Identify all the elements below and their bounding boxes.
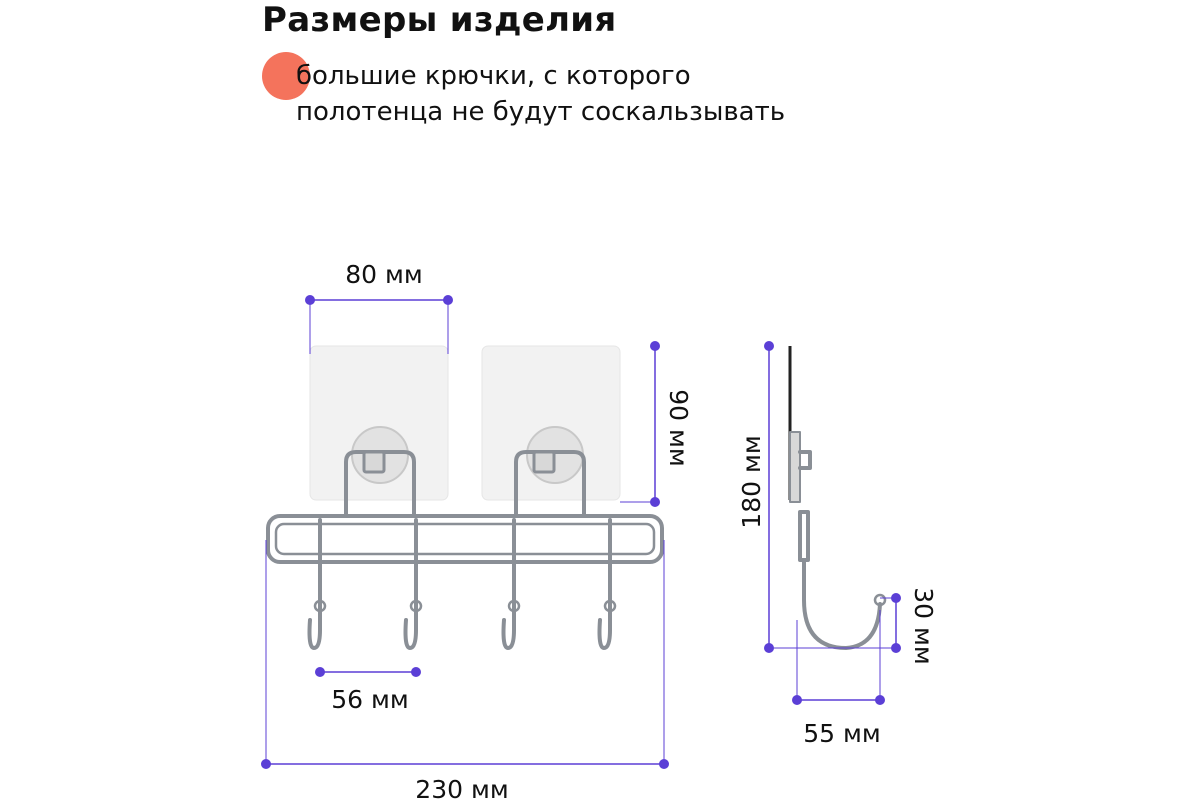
hook-1 — [307, 518, 322, 650]
hook-4-tip — [603, 599, 617, 613]
bullet-line-1: большие крючки, с которого — [296, 61, 691, 91]
hook-2 — [403, 518, 418, 650]
label-plate-height: 90 мм — [664, 389, 693, 466]
label-hook-spacing: 56 мм — [331, 685, 408, 714]
label-hook-depth: 30 мм — [909, 587, 938, 664]
rail-inner — [274, 522, 656, 556]
dimension-plate-height — [620, 341, 660, 507]
hook-2-tip — [409, 599, 423, 613]
label-total-height: 180 мм — [737, 435, 766, 528]
side-hook-tip — [873, 593, 887, 607]
hook-1-tip — [313, 599, 327, 613]
bullet-text: большие крючки, с которого полотенца не … — [296, 58, 785, 130]
front-view: 80 мм 90 мм 56 мм 230 мм — [261, 260, 693, 800]
clip-right — [532, 450, 556, 474]
hook-3-tip — [507, 599, 521, 613]
hook-4 — [597, 518, 612, 650]
page-title: Размеры изделия — [262, 0, 617, 40]
rail-outer — [266, 514, 664, 564]
bullet-dot-icon — [262, 52, 310, 100]
side-view: 180 мм 30 мм 55 мм — [737, 341, 938, 748]
hook-3 — [501, 518, 516, 650]
label-hook-reach: 55 мм — [803, 719, 880, 748]
side-bracket — [798, 450, 812, 470]
side-hook — [798, 510, 882, 650]
dimension-hook-reach — [792, 610, 885, 705]
dimension-total-height — [764, 341, 896, 653]
label-total-width: 230 мм — [415, 775, 508, 800]
dimension-hook-spacing — [315, 667, 421, 677]
dimension-plate-width — [305, 295, 453, 354]
bullet-line-2: полотенца не будут соскальзывать — [296, 97, 786, 127]
label-plate-width: 80 мм — [345, 260, 422, 289]
dimension-total-width — [261, 540, 669, 769]
clip-left — [362, 450, 386, 474]
dimension-hook-depth — [880, 593, 901, 653]
